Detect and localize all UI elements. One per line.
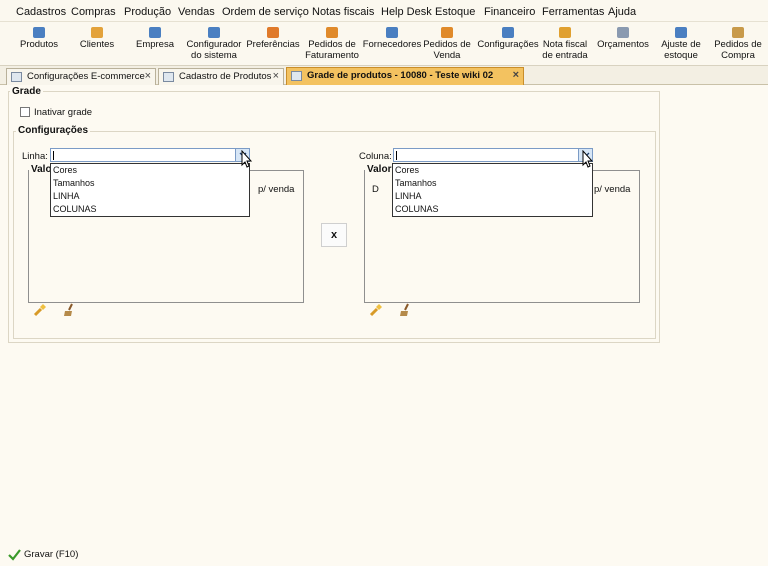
- coluna-broom-icon[interactable]: [399, 303, 413, 317]
- invoice-entry-icon: [559, 27, 571, 38]
- menu-ordem-servico[interactable]: Ordem de serviço: [222, 6, 309, 18]
- gravar-button[interactable]: Gravar (F10): [8, 548, 78, 562]
- menu-cadastros[interactable]: Cadastros: [16, 6, 67, 18]
- coluna-add-icon[interactable]: [369, 303, 383, 317]
- toolbar-pedidos-compra-button[interactable]: Pedidos de Compra: [710, 22, 766, 66]
- toolbar: Produtos Clientes Empresa Configurador d…: [0, 22, 768, 66]
- toolbar-configurador-button[interactable]: Configurador do sistema: [184, 22, 244, 66]
- linha-option-tamanhos[interactable]: Tamanhos: [53, 178, 95, 188]
- document-icon: [11, 72, 22, 82]
- quotes-icon: [617, 27, 629, 38]
- coluna-dropdown-list: Cores Tamanhos LINHA COLUNAS: [392, 163, 593, 217]
- toolbar-clientes-button[interactable]: Clientes: [72, 22, 122, 66]
- linha-valores-title: Valo: [29, 164, 54, 175]
- menu-estoque[interactable]: Estoque: [435, 6, 476, 18]
- menu-bar: Cadastros Compras Produção Vendas Ordem …: [0, 0, 768, 22]
- menu-compras[interactable]: Compras: [71, 6, 116, 18]
- purchase-orders-icon: [732, 27, 744, 38]
- mouse-cursor-icon: [582, 150, 594, 168]
- coluna-label: Coluna:: [359, 151, 392, 162]
- tab-close-icon[interactable]: ×: [144, 70, 151, 82]
- tab-cadastro-produtos[interactable]: Cadastro de Produtos ×: [158, 68, 284, 85]
- toolbar-ajuste-estoque-button[interactable]: Ajuste de estoque: [656, 22, 706, 66]
- settings-icon: [502, 27, 514, 38]
- suppliers-icon: [386, 27, 398, 38]
- mouse-cursor-icon: [241, 150, 253, 168]
- coluna-option-tamanhos[interactable]: Tamanhos: [395, 178, 437, 188]
- toolbar-configuracoes-button[interactable]: Configurações: [476, 22, 540, 66]
- inativar-grade-checkbox[interactable]: [20, 107, 30, 117]
- menu-help-desk[interactable]: Help Desk: [381, 6, 432, 18]
- coluna-option-colunas[interactable]: COLUNAS: [395, 204, 439, 214]
- menu-financeiro[interactable]: Financeiro: [484, 6, 536, 18]
- toolbar-empresa-button[interactable]: Empresa: [130, 22, 180, 66]
- coluna-column-header-d: D: [372, 184, 379, 195]
- text-caret: [53, 151, 54, 160]
- tab-close-icon[interactable]: ×: [512, 69, 519, 81]
- menu-notas-fiscais[interactable]: Notas fiscais: [312, 6, 375, 18]
- toolbar-pedidos-faturamento-button[interactable]: Pedidos de Faturamento: [302, 22, 362, 66]
- tab-configuracoes-ecommerce[interactable]: Configurações E-commerce ×: [6, 68, 156, 85]
- sales-orders-icon: [441, 27, 453, 38]
- stock-adjust-icon: [675, 27, 687, 38]
- billing-orders-icon: [326, 27, 338, 38]
- coluna-option-linha[interactable]: LINHA: [395, 191, 422, 201]
- linha-add-icon[interactable]: [33, 303, 47, 317]
- toolbar-nota-fiscal-entrada-button[interactable]: Nota fiscal de entrada: [538, 22, 592, 66]
- company-icon: [149, 27, 161, 38]
- toolbar-preferencias-button[interactable]: Preferências: [244, 22, 302, 66]
- menu-producao[interactable]: Produção: [124, 6, 172, 18]
- linha-option-colunas[interactable]: COLUNAS: [53, 204, 97, 214]
- tab-grade-produtos[interactable]: Grade de produtos - 10080 - Teste wiki 0…: [286, 67, 524, 85]
- menu-vendas[interactable]: Vendas: [178, 6, 215, 18]
- linha-broom-icon[interactable]: [63, 303, 77, 317]
- linha-option-cores[interactable]: Cores: [53, 165, 78, 175]
- coluna-valores-title: Valor: [365, 164, 394, 175]
- toolbar-orcamentos-button[interactable]: Orçamentos: [594, 22, 652, 66]
- clients-icon: [91, 27, 103, 38]
- system-config-icon: [208, 27, 220, 38]
- toolbar-fornecedores-button[interactable]: Fornecedores: [362, 22, 422, 66]
- configuracoes-title: Configurações: [16, 125, 91, 136]
- inativar-grade-label: Inativar grade: [34, 107, 93, 118]
- product-icon: [33, 27, 45, 38]
- toolbar-pedidos-venda-button[interactable]: Pedidos de Venda: [422, 22, 472, 66]
- checkmark-icon: [8, 549, 21, 561]
- tab-bar: Configurações E-commerce × Cadastro de P…: [0, 66, 768, 85]
- document-icon: [291, 71, 302, 81]
- grade-title: Grade: [10, 86, 43, 97]
- menu-ajuda[interactable]: Ajuda: [608, 6, 637, 18]
- document-icon: [163, 72, 174, 82]
- tab-close-icon[interactable]: ×: [272, 70, 279, 82]
- cross-button[interactable]: x: [321, 223, 347, 247]
- menu-ferramentas[interactable]: Ferramentas: [542, 6, 605, 18]
- coluna-select[interactable]: [393, 148, 593, 162]
- coluna-option-cores[interactable]: Cores: [395, 165, 420, 175]
- linha-option-linha[interactable]: LINHA: [53, 191, 80, 201]
- linha-label: Linha:: [22, 151, 48, 162]
- toolbar-produtos-button[interactable]: Produtos: [14, 22, 64, 66]
- text-caret: [396, 151, 397, 160]
- coluna-column-header: p/ venda: [594, 184, 631, 195]
- linha-dropdown-list: Cores Tamanhos LINHA COLUNAS: [50, 163, 250, 217]
- preferences-icon: [267, 27, 279, 38]
- linha-column-header: p/ venda: [258, 184, 295, 195]
- grade-form: Grade Inativar grade Configurações Linha…: [0, 85, 768, 566]
- linha-select[interactable]: [50, 148, 250, 162]
